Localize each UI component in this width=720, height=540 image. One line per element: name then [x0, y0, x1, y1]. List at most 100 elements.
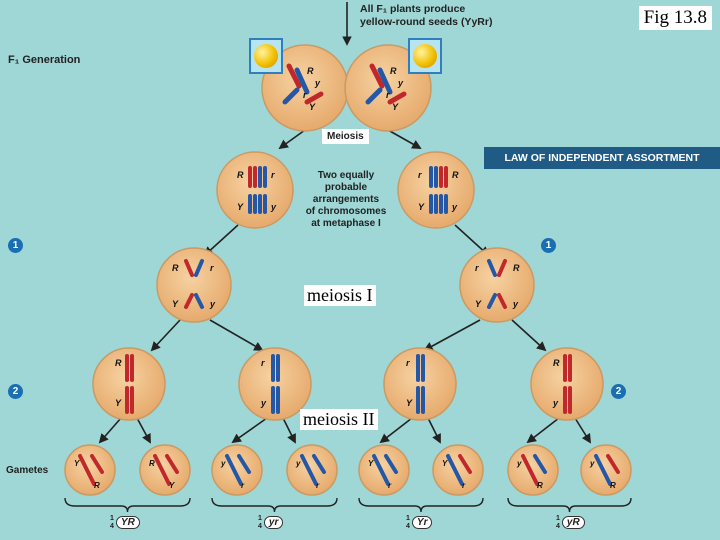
cell-body: [507, 444, 559, 496]
allele-label: y: [270, 202, 277, 212]
cell-body: [432, 444, 484, 496]
arrangement-line: arrangements: [312, 194, 380, 205]
allele-label: R: [115, 358, 122, 368]
allele-label: y: [295, 459, 301, 468]
allele-label: r: [462, 481, 466, 490]
meiosis-label: Meiosis: [322, 129, 369, 144]
step-badge-1-right: 1: [541, 238, 556, 253]
red-chromosome: [304, 91, 324, 105]
gamete-cell: yR: [507, 444, 559, 496]
allele-label: r: [241, 481, 245, 490]
seed-icon: [413, 44, 437, 68]
blue-chromosome: [237, 454, 251, 474]
meiosis-ii-cell: rY: [383, 347, 457, 421]
blue-chromosome: [194, 293, 204, 309]
red-chromosome: [497, 259, 507, 277]
allele-label: R: [172, 263, 179, 273]
genotype-badge: yr: [263, 516, 284, 530]
blue-chromosome: [225, 454, 243, 486]
allele-label: r: [388, 481, 392, 490]
allele-label: Y: [406, 398, 413, 408]
allele-label: R: [452, 170, 459, 180]
cell-body: [580, 444, 632, 496]
red-chromosome: [78, 454, 96, 486]
gamete-cell: Yr: [432, 444, 484, 496]
allele-label: Y: [169, 481, 175, 490]
arrow-icon: [423, 319, 481, 351]
blue-chromosome: [384, 454, 398, 474]
step-badge-2-left: 2: [8, 384, 23, 399]
genotype-badge: yR: [561, 516, 585, 530]
red-chromosome: [606, 454, 620, 474]
arrow-icon: [278, 129, 306, 150]
arrow-icon: [379, 417, 413, 444]
red-chromosome: [90, 454, 104, 474]
meiosis-2-label: meiosis II: [300, 409, 378, 430]
allele-label: y: [314, 78, 321, 88]
step-badge-2-right: 2: [611, 384, 626, 399]
gamete-cell: yr: [211, 444, 263, 496]
allele-label: Y: [172, 299, 179, 309]
allele-label: r: [475, 263, 479, 273]
allele-label: Y: [442, 459, 448, 468]
gamete-bracket: [507, 497, 632, 513]
blue-chromosome: [487, 259, 497, 277]
gamete-bracket: [64, 497, 191, 513]
arrow-icon: [282, 417, 296, 444]
allele-label: Y: [368, 459, 374, 468]
allele-label: R: [307, 66, 314, 76]
gamete-bracket: [358, 497, 484, 513]
allele-label: Y: [475, 299, 482, 309]
genotype-badge: YR: [115, 516, 140, 530]
allele-label: y: [516, 459, 522, 468]
allele-label: r: [418, 170, 422, 180]
arrows-layer: [98, 2, 592, 444]
arrow-icon: [209, 319, 264, 351]
red-chromosome: [497, 293, 507, 309]
allele-label: y: [209, 299, 216, 309]
arrow-icon: [136, 417, 151, 444]
cell-body: [530, 347, 604, 421]
red-chromosome: [286, 63, 302, 89]
allele-label: y: [220, 459, 226, 468]
allele-label: y: [512, 299, 519, 309]
allele-label: y: [397, 78, 404, 88]
allele-label: y: [260, 398, 267, 408]
allele-label: y: [552, 398, 559, 408]
cell-body: [459, 247, 535, 323]
arrangement-line: at metaphase I: [311, 218, 381, 229]
cell-body: [211, 444, 263, 496]
allele-label: R: [149, 459, 155, 468]
top-note-line2: yellow-round seeds (YyRr): [360, 16, 493, 28]
cell-body: [383, 347, 457, 421]
arrow-icon: [511, 319, 547, 352]
meiosis-1-label: meiosis I: [304, 285, 376, 306]
arrangement-line: Two equally: [317, 170, 375, 181]
arrow-icon: [574, 417, 592, 444]
allele-label: y: [451, 202, 458, 212]
seed-box-right: [408, 38, 442, 74]
arrangement-note: Two equally probable arrangements of chr…: [286, 170, 406, 230]
arrangement-line: of chromosomes: [305, 206, 387, 217]
red-chromosome: [521, 454, 539, 486]
gamete-cell: Yr: [358, 444, 410, 496]
allele-label: Y: [392, 102, 399, 112]
cell-body: [358, 444, 410, 496]
allele-label: Y: [309, 102, 316, 112]
blue-chromosome: [365, 87, 383, 105]
arrow-icon: [454, 224, 490, 257]
cell-body: [92, 347, 166, 421]
arrow-icon: [427, 417, 441, 444]
allele-label: y: [589, 459, 595, 468]
arrow-icon: [150, 319, 181, 352]
allele-label: r: [261, 358, 265, 368]
